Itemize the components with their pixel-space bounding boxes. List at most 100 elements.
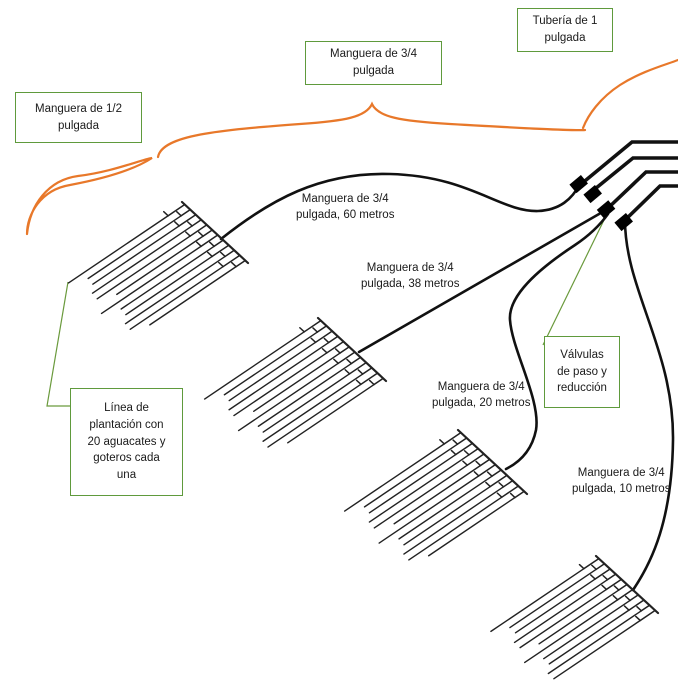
hose-38m <box>357 208 608 354</box>
hose-label-line: pulgada, 38 metros <box>361 278 460 291</box>
field-spine <box>180 200 250 265</box>
field-lateral-stem <box>312 325 328 333</box>
plant-row-line <box>547 610 643 675</box>
plant-row-line <box>257 362 353 427</box>
hose-label-60m: Manguera de 3/4 pulgada, 60 metros <box>296 191 394 223</box>
hose-60m <box>219 172 582 241</box>
manifold-pipe <box>604 170 678 212</box>
plant-row-line <box>92 225 180 285</box>
field-lateral-stem <box>219 249 235 258</box>
hose-10m <box>623 218 675 592</box>
field-lateral-stem <box>355 372 379 386</box>
hose-label-20m: Manguera de 3/4 pulgada, 20 metros <box>432 379 530 411</box>
valves <box>569 175 633 232</box>
plant-row-line <box>228 341 317 402</box>
plant-row-line <box>124 255 226 325</box>
plant-row-line <box>363 443 459 508</box>
box-line: una <box>116 469 137 481</box>
field-lateral-stem <box>321 340 345 354</box>
field-lateral-stem <box>195 234 219 248</box>
plant-row-line <box>96 235 191 300</box>
hose-label-line: Manguera de 3/4 <box>577 467 665 479</box>
plant-row-line <box>514 578 596 634</box>
field-lateral-stem <box>357 367 373 375</box>
hoses <box>219 172 675 592</box>
plant-row-line <box>398 475 493 540</box>
field-lateral-stem <box>230 259 246 268</box>
field-lateral-stem <box>206 244 230 258</box>
plant-row-line <box>125 255 213 316</box>
manifold <box>578 140 678 225</box>
plant-row-line <box>403 485 491 546</box>
brace-three-quarter-inch <box>156 101 587 159</box>
box-line: pulgada <box>58 119 99 132</box>
plant-row-line <box>87 215 182 280</box>
field-lateral-stem <box>184 224 208 238</box>
valve-icon <box>614 213 633 232</box>
field-lateral-stem <box>462 453 485 467</box>
plant-row-line <box>427 496 516 557</box>
plant-row-line <box>267 383 362 448</box>
plant-row-line <box>513 578 609 644</box>
field-lateral-stem <box>162 203 186 217</box>
field-lateral-stem <box>323 335 339 344</box>
field-lateral-stem <box>463 447 479 456</box>
plant-row-line <box>262 373 364 442</box>
field-lateral-stem <box>450 442 474 456</box>
field-lateral-stem <box>473 463 497 477</box>
plant-row-line <box>100 245 202 315</box>
hose-label-line: pulgada, 20 metros <box>432 397 531 410</box>
field-lateral-stem <box>636 604 651 612</box>
hose-label-line: pulgada, 10 metros <box>572 483 671 496</box>
box-line: plantación con <box>89 418 164 431</box>
field-lateral-stem <box>175 208 191 217</box>
box-line: Línea de <box>104 402 149 415</box>
plant-row-line <box>343 443 445 512</box>
plant-row-line <box>67 215 169 284</box>
plant-row-line <box>393 464 482 525</box>
plant-row-line <box>543 599 631 660</box>
pipe-size-braces <box>25 58 678 236</box>
field-lateral-stem <box>344 361 367 375</box>
field-lateral-stem <box>208 239 224 248</box>
field-lateral-stem <box>452 437 468 446</box>
plant-row-line <box>548 609 630 665</box>
field-lateral-stem <box>186 219 202 227</box>
plant-row-line <box>149 265 237 326</box>
valve-icon <box>583 185 602 204</box>
hose-label-10m: Manguera de 3/4 pulgada, 10 metros <box>572 465 670 497</box>
manifold-mid <box>588 156 678 195</box>
field-lateral-stem <box>173 213 197 227</box>
plant-row-line <box>116 235 204 296</box>
field-lateral-stem <box>486 469 502 478</box>
field-lateral-stem <box>498 479 514 488</box>
box-manguera-1-2: Manguera de 1/2 pulgada <box>15 92 142 143</box>
field-lateral-stem <box>624 594 640 602</box>
hose-20m <box>504 212 610 471</box>
field-lateral-stem <box>602 573 617 581</box>
hose-label-line: Manguera de 3/4 <box>301 193 389 205</box>
manifold-inner <box>620 184 678 225</box>
field-lateral-stem <box>299 319 322 333</box>
plant-row-line <box>403 486 505 555</box>
box-manguera-3-4: Manguera de 3/4 pulgada <box>305 41 442 85</box>
field-lateral-stem <box>346 356 362 365</box>
valve-icon <box>569 175 588 194</box>
hose-label-line: Manguera de 3/4 <box>437 381 525 393</box>
plant-row-line <box>490 567 585 633</box>
brace-half-inch <box>25 156 153 236</box>
hose-label-38m: Manguera de 3/4 pulgada, 38 metros <box>361 260 459 292</box>
field-lateral-stem <box>485 474 508 488</box>
field-spine <box>456 428 529 496</box>
plant-row-line <box>553 619 641 680</box>
plant-row-line <box>253 352 341 412</box>
box-valvulas: Válvulas de paso y reducción <box>544 336 620 408</box>
box-line: Manguera de 3/4 <box>330 48 417 61</box>
field-lateral-stem <box>197 229 213 238</box>
field-lateral-stem <box>475 458 491 467</box>
plant-row-line <box>228 341 330 411</box>
field-lateral-stem <box>509 490 525 499</box>
plant-row-line <box>368 453 457 514</box>
plant-row-line <box>538 589 620 645</box>
